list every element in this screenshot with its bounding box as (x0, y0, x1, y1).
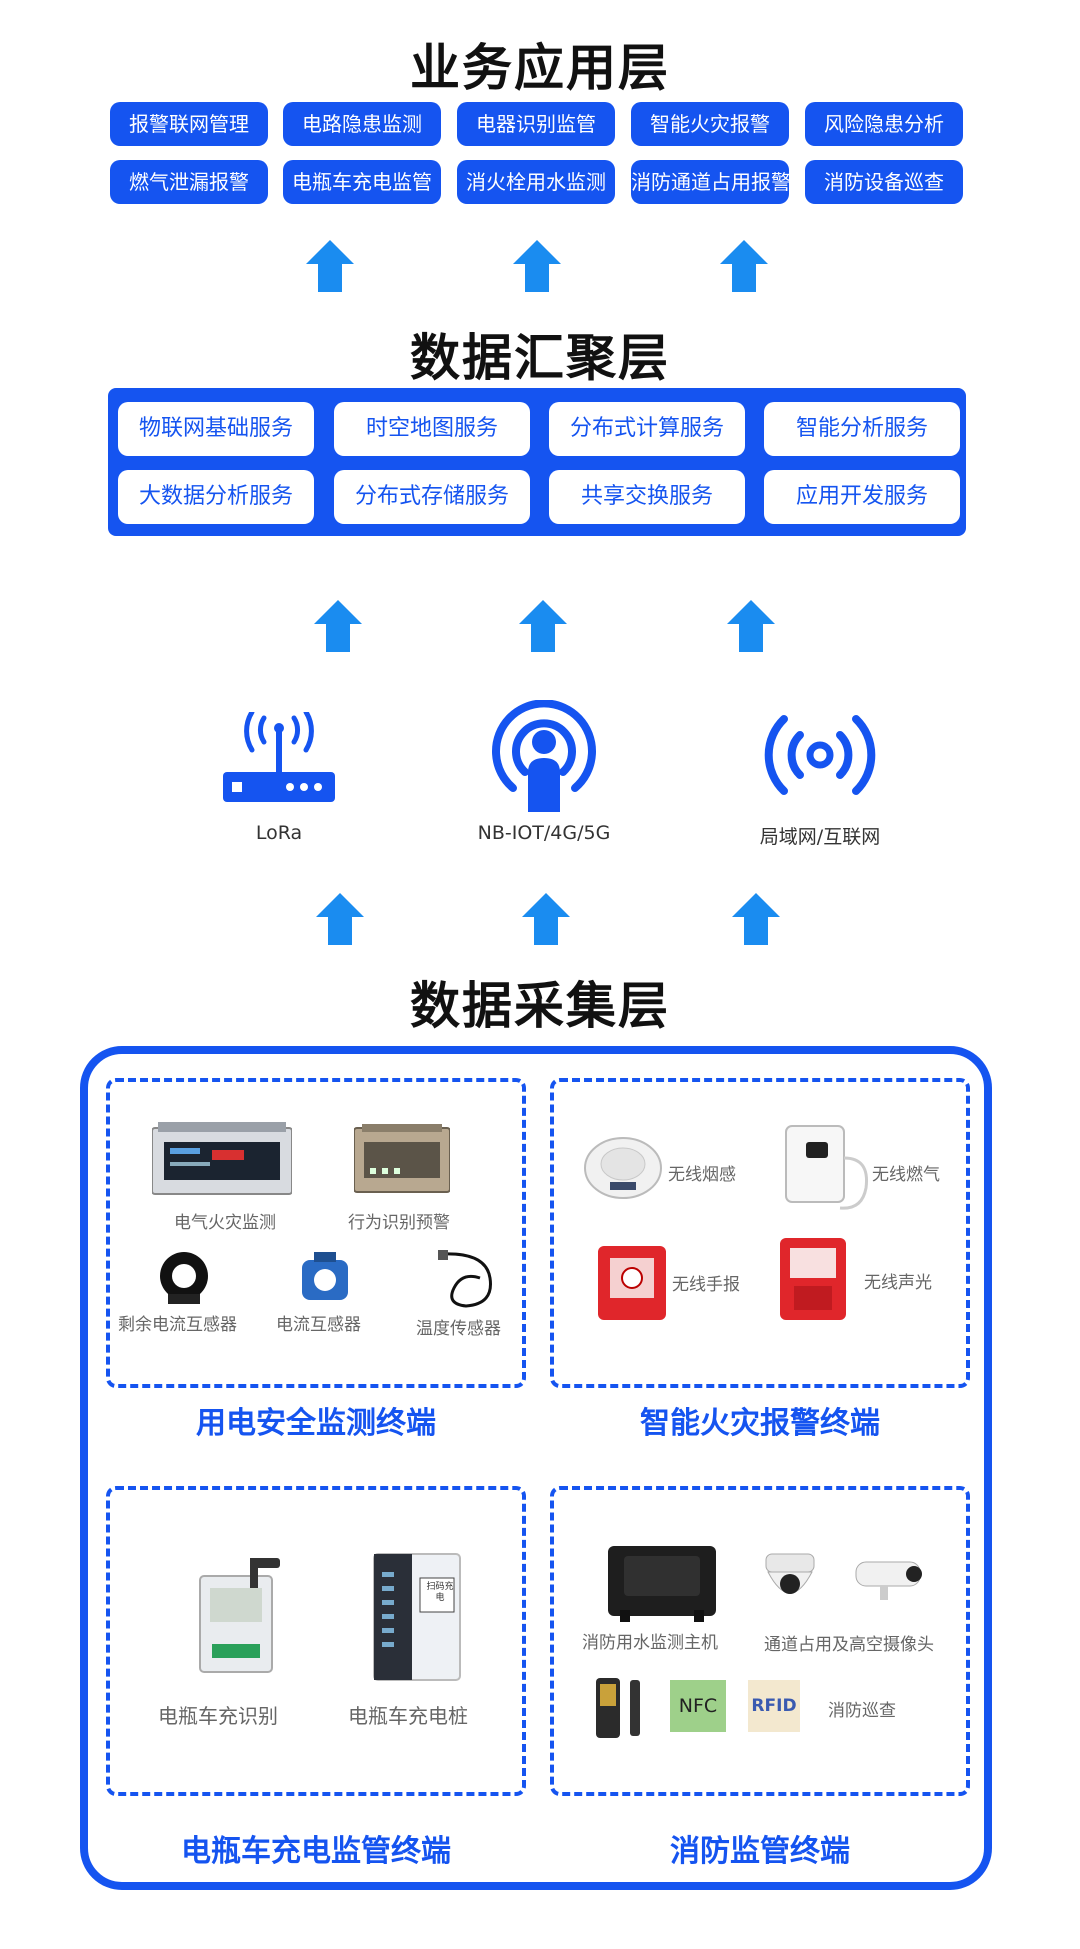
current-transformer-image (302, 1252, 348, 1300)
nfc-badge: NFC (670, 1680, 726, 1732)
rfid-badge: RFID (748, 1680, 800, 1732)
ebike-charging-terminal-box (106, 1486, 526, 1796)
bullet-camera-image (855, 1561, 922, 1600)
up-arrow-icon (513, 240, 561, 292)
app-item-alarm-network[interactable]: 报警联网管理 (110, 102, 268, 146)
fire-supervision-terminal-box (550, 1486, 970, 1796)
water-monitor-host-image (608, 1546, 716, 1622)
fire-alarm-terminal-title: 智能火灾报警终端 (640, 1406, 880, 1441)
device-label-fire-patrol: 消防巡查 (828, 1701, 896, 1721)
app-item-risk-analysis[interactable]: 风险隐患分析 (805, 102, 963, 146)
collection-layer-title: 数据采集层 (410, 977, 670, 1035)
app-item-passage-occupancy[interactable]: 消防通道占用报警 (631, 160, 791, 204)
patrol-handheld-image (596, 1678, 640, 1738)
network-label-lora: LoRa (255, 822, 303, 844)
fire-alarm-terminal-box (550, 1078, 970, 1388)
fire-supervision-terminal-title: 消防监管终端 (670, 1834, 850, 1869)
service-big-data-analysis[interactable]: 大数据分析服务 (118, 470, 314, 524)
power-safety-terminal-box (106, 1078, 526, 1388)
up-arrow-icon (720, 240, 768, 292)
podcast-person-icon (492, 700, 596, 812)
gas-detector-image (785, 1125, 869, 1210)
service-distributed-compute[interactable]: 分布式计算服务 (549, 402, 745, 456)
service-spatiotemporal-map[interactable]: 时空地图服务 (334, 402, 530, 456)
device-label-water-monitor-host: 消防用水监测主机 (582, 1633, 718, 1653)
aggregation-layer-title: 数据汇聚层 (410, 329, 670, 387)
electrical-fire-monitor-image (152, 1122, 292, 1195)
service-intelligent-analysis[interactable]: 智能分析服务 (764, 402, 960, 456)
device-label-behavior-recognition: 行为识别预警 (348, 1213, 450, 1233)
temperature-sensor-image (438, 1250, 492, 1308)
up-arrow-icon (306, 240, 354, 292)
sound-light-alarm-image (780, 1238, 846, 1320)
device-label-wireless-smoke: 无线烟感 (668, 1165, 736, 1185)
app-item-equipment-patrol[interactable]: 消防设备巡查 (805, 160, 963, 204)
ebike-charging-recognizer-image (199, 1558, 280, 1673)
network-label-lan: 局域网/互联网 (759, 826, 881, 848)
service-distributed-storage[interactable]: 分布式存储服务 (334, 470, 530, 524)
up-arrow-icon (727, 600, 775, 652)
collection-layer-panel (80, 1046, 992, 1890)
device-label-passage-camera: 通道占用及高空摄像头 (764, 1635, 934, 1655)
power-safety-terminal-title: 用电安全监测终端 (196, 1406, 436, 1441)
up-arrow-icon (732, 893, 780, 945)
residual-current-transformer-image (160, 1252, 208, 1304)
device-label-ebike-recognizer: 电瓶车充识别 (158, 1704, 278, 1728)
app-item-appliance-recognition[interactable]: 电器识别监管 (457, 102, 615, 146)
app-item-circuit-hazard[interactable]: 电路隐患监测 (283, 102, 441, 146)
smoke-detector-image (584, 1137, 662, 1199)
network-label-nb-iot: NB-IOT/4G/5G (477, 822, 611, 844)
wireless-signal-icon (764, 715, 876, 795)
up-arrow-icon (316, 893, 364, 945)
app-item-gas-leak[interactable]: 燃气泄漏报警 (110, 160, 268, 204)
app-item-ebike-charging[interactable]: 电瓶车充电监管 (283, 160, 441, 204)
device-label-current-transformer: 电流互感器 (276, 1315, 361, 1335)
device-label-wireless-sound-light: 无线声光 (864, 1273, 932, 1293)
device-label-wireless-gas: 无线燃气 (872, 1165, 940, 1185)
dome-camera-image (765, 1553, 815, 1594)
ebike-charging-pile-image (373, 1553, 461, 1681)
app-item-hydrant-water[interactable]: 消火栓用水监测 (457, 160, 615, 204)
router-icon (223, 712, 335, 802)
up-arrow-icon (519, 600, 567, 652)
charging-pile-scan-label: 扫码充电 (426, 1582, 454, 1603)
service-shared-exchange[interactable]: 共享交换服务 (549, 470, 745, 524)
service-iot-basic[interactable]: 物联网基础服务 (118, 402, 314, 456)
up-arrow-icon (522, 893, 570, 945)
device-label-temperature-sensor: 温度传感器 (416, 1319, 501, 1339)
manual-alarm-button-image (598, 1246, 666, 1320)
device-label-residual-current-transformer: 剩余电流互感器 (118, 1315, 237, 1335)
device-label-wireless-manual: 无线手报 (672, 1275, 740, 1295)
application-layer-title: 业务应用层 (410, 39, 670, 97)
up-arrow-icon (314, 600, 362, 652)
device-label-electrical-fire-monitor: 电气火灾监测 (174, 1213, 276, 1233)
app-item-fire-alarm[interactable]: 智能火灾报警 (631, 102, 789, 146)
behavior-recognition-device-image (354, 1124, 450, 1193)
service-app-development[interactable]: 应用开发服务 (764, 470, 960, 524)
ebike-charging-terminal-title: 电瓶车充电监管终端 (181, 1834, 451, 1869)
device-label-ebike-charging-pile: 电瓶车充电桩 (348, 1704, 468, 1728)
